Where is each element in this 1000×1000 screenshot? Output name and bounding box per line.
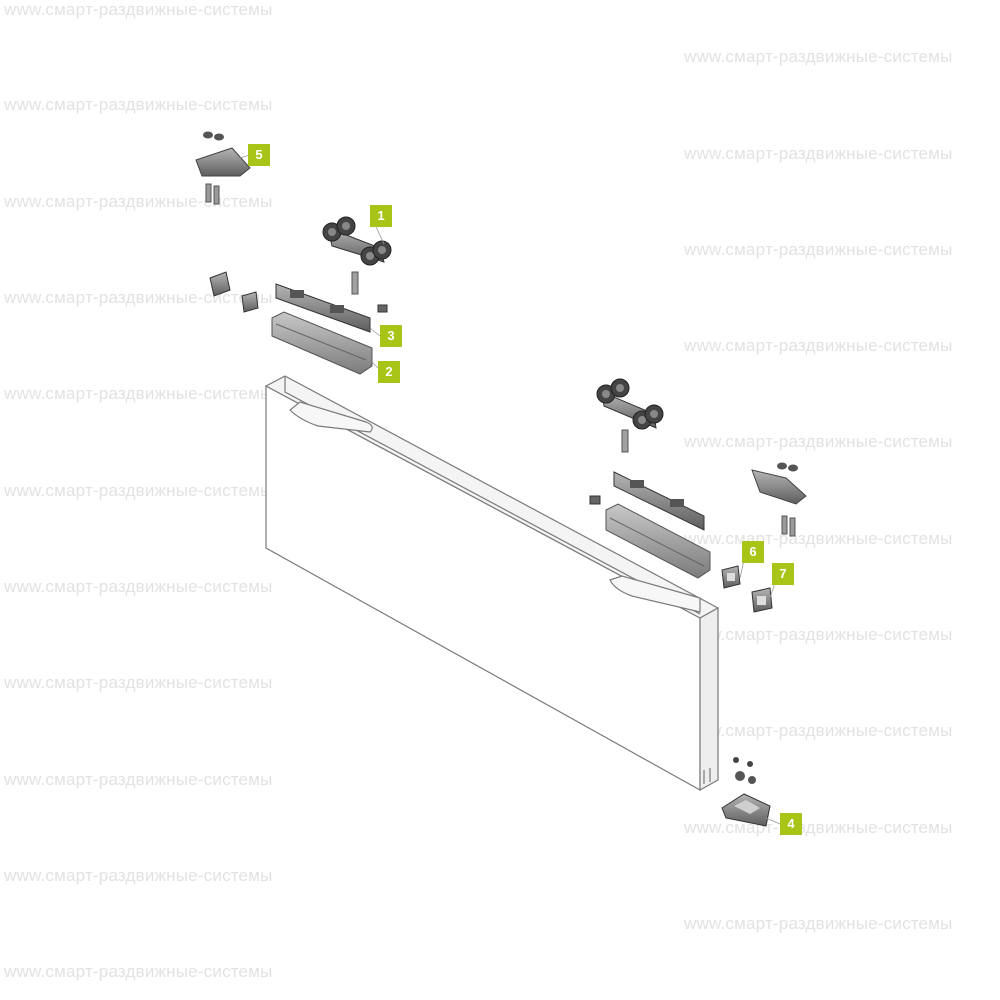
watermark: www.смарт-раздвижные-системы	[684, 721, 953, 740]
roller-carriage-left	[322, 216, 392, 295]
end-cap-right	[721, 565, 741, 589]
roller-carriage-right	[596, 378, 664, 453]
watermark: www.смарт-раздвижные-системы	[4, 288, 273, 307]
watermark: www.смарт-раздвижные-системы	[684, 240, 953, 259]
clamp-bracket-left	[195, 131, 251, 205]
profile-right	[605, 503, 711, 579]
watermark: www.смарт-раздвижные-системы	[684, 336, 953, 355]
floor-guide	[721, 757, 771, 827]
callout-4: 4	[780, 813, 802, 835]
slider-mechanism-left	[275, 283, 388, 333]
watermark: www.смарт-раздвижные-системы	[4, 0, 273, 19]
callout-1: 1	[370, 205, 392, 227]
clamp-bracket-right	[751, 462, 807, 537]
watermark: www.смарт-раздвижные-системы	[4, 866, 273, 885]
watermark: www.смарт-раздвижные-системы	[684, 914, 953, 933]
slider-mechanism-right	[589, 471, 705, 531]
end-clip-left	[209, 271, 259, 313]
watermark: www.смарт-раздвижные-системы	[4, 481, 273, 500]
watermark: www.смарт-раздвижные-системы	[4, 192, 273, 211]
callout-6: 6	[742, 541, 764, 563]
watermark: www.смарт-раздвижные-системы	[684, 625, 953, 644]
watermark: www.смарт-раздвижные-системы	[4, 384, 273, 403]
watermark: www.смарт-раздвижные-системы	[4, 95, 273, 114]
watermark: www.смарт-раздвижные-системы	[684, 47, 953, 66]
callout-7: 7	[772, 563, 794, 585]
watermark: www.смарт-раздвижные-системы	[4, 962, 273, 981]
door-panel	[264, 375, 720, 792]
watermark: www.смарт-раздвижные-системы	[684, 144, 953, 163]
callout-2: 2	[378, 361, 400, 383]
watermark: www.смарт-раздвижные-системы	[4, 577, 273, 596]
end-plug-right	[751, 587, 773, 613]
profile-left	[271, 311, 373, 375]
watermark: www.смарт-раздвижные-системы	[4, 673, 273, 692]
callout-5: 5	[248, 144, 270, 166]
callout-3: 3	[380, 325, 402, 347]
watermark: www.смарт-раздвижные-системы	[684, 432, 953, 451]
watermark: www.смарт-раздвижные-системы	[4, 770, 273, 789]
